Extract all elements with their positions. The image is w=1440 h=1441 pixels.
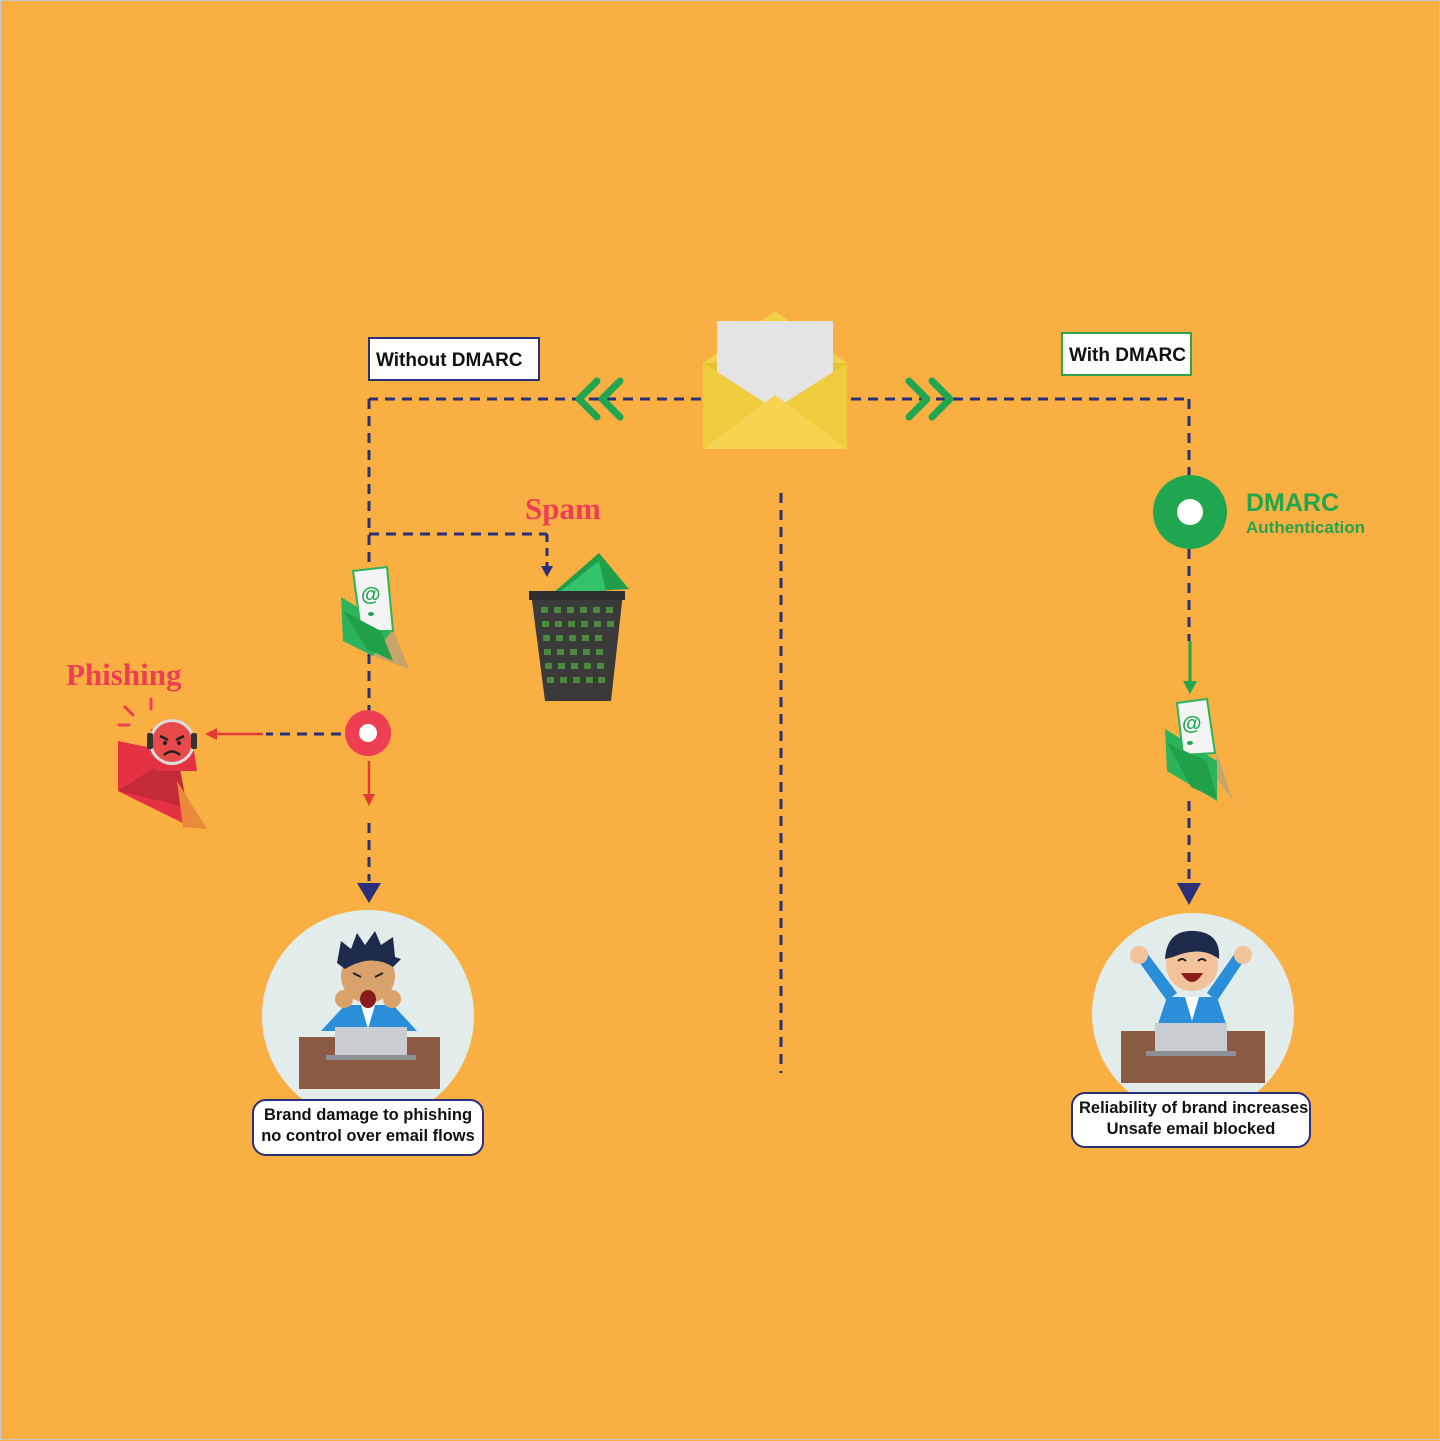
happy-man-icon bbox=[1092, 913, 1294, 1115]
red-arrowhead-left bbox=[205, 728, 217, 740]
without-dmarc-label: Without DMARC bbox=[368, 337, 540, 381]
left-caption-line-2: no control over email flows bbox=[261, 1127, 475, 1145]
stressed-man-icon bbox=[262, 910, 474, 1122]
right-chevron-icon bbox=[905, 377, 954, 421]
red-target-node bbox=[345, 710, 391, 756]
right-outcome-caption: Reliability of brand increases Unsafe em… bbox=[1071, 1092, 1311, 1148]
right-caption-line-1: Reliability of brand increases bbox=[1079, 1099, 1309, 1117]
right-caption-line-2: Unsafe email blocked bbox=[1106, 1120, 1276, 1138]
left-caption-line-1: Brand damage to phishing bbox=[263, 1106, 473, 1124]
trash-basket-icon bbox=[529, 553, 629, 701]
connector-lines bbox=[266, 397, 1191, 1073]
left-bottom-arrowhead bbox=[357, 883, 381, 903]
dmarc-subtitle: Authentication bbox=[1246, 518, 1365, 537]
phishing-label: Phishing bbox=[66, 657, 182, 692]
left-outcome-caption: Brand damage to phishing no control over… bbox=[252, 1099, 484, 1156]
left-green-email-icon: @ bbox=[341, 565, 409, 669]
left-chevron-icon bbox=[575, 377, 624, 421]
spam-arrowhead bbox=[541, 566, 553, 577]
right-bottom-arrowhead bbox=[1177, 883, 1201, 905]
green-arrowhead-down bbox=[1183, 681, 1197, 694]
angry-hacker-icon bbox=[117, 697, 207, 829]
red-arrowhead-down bbox=[363, 794, 375, 806]
envelope-icon bbox=[703, 311, 847, 449]
svg-text:@: @ bbox=[361, 584, 381, 606]
svg-text:@: @ bbox=[1182, 713, 1202, 735]
with-dmarc-label: With DMARC bbox=[1061, 332, 1192, 376]
right-green-email-icon: @ bbox=[1165, 697, 1233, 801]
dmarc-node bbox=[1153, 475, 1227, 549]
dmarc-title: DMARC bbox=[1246, 489, 1340, 517]
spam-label: Spam bbox=[525, 491, 601, 526]
